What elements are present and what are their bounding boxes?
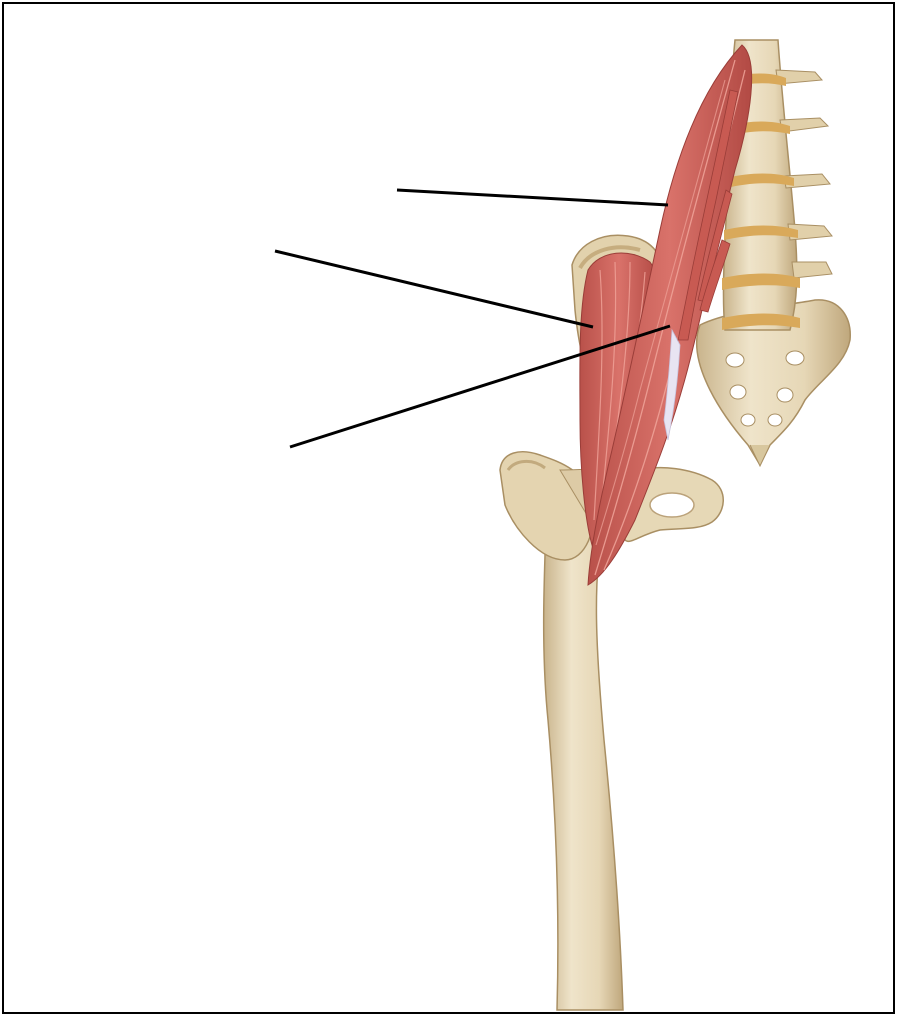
anatomy-canvas [0, 0, 897, 1016]
anatomy-figure [0, 0, 897, 1016]
